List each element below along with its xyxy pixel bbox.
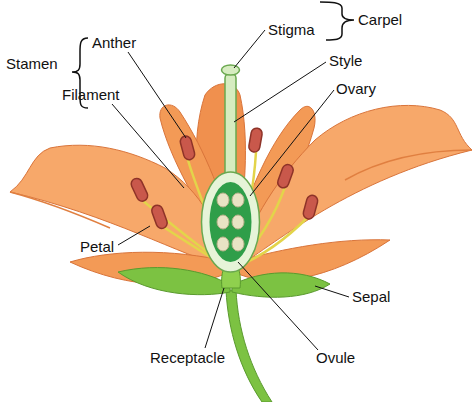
part-label: Style xyxy=(329,52,362,70)
part-label: Petal xyxy=(80,238,114,256)
sepal-shape xyxy=(118,268,230,295)
sepal-shape xyxy=(232,273,330,297)
petal-shape xyxy=(10,145,228,268)
part-label: Stigma xyxy=(268,21,315,39)
stem xyxy=(226,290,272,402)
ovary-shape xyxy=(202,172,260,272)
carpel-bracket xyxy=(320,2,354,40)
ovary-chamber xyxy=(210,182,252,262)
petal-vein xyxy=(345,150,472,180)
ovule-shapes xyxy=(217,193,244,251)
part-label: Receptacle xyxy=(150,349,225,367)
part-label: Filament xyxy=(62,86,120,104)
stigma-shape xyxy=(222,65,240,75)
part-label: Stamen xyxy=(6,55,58,73)
style-shape xyxy=(225,74,236,179)
leader-lines xyxy=(112,30,349,350)
part-label: Ovule xyxy=(316,349,355,367)
petal-vein xyxy=(10,192,110,228)
part-label: Ovary xyxy=(336,80,376,98)
part-label: Sepal xyxy=(352,288,390,306)
part-label: Carpel xyxy=(358,11,402,29)
part-label: Anther xyxy=(92,34,136,52)
petal-shape xyxy=(234,240,390,281)
